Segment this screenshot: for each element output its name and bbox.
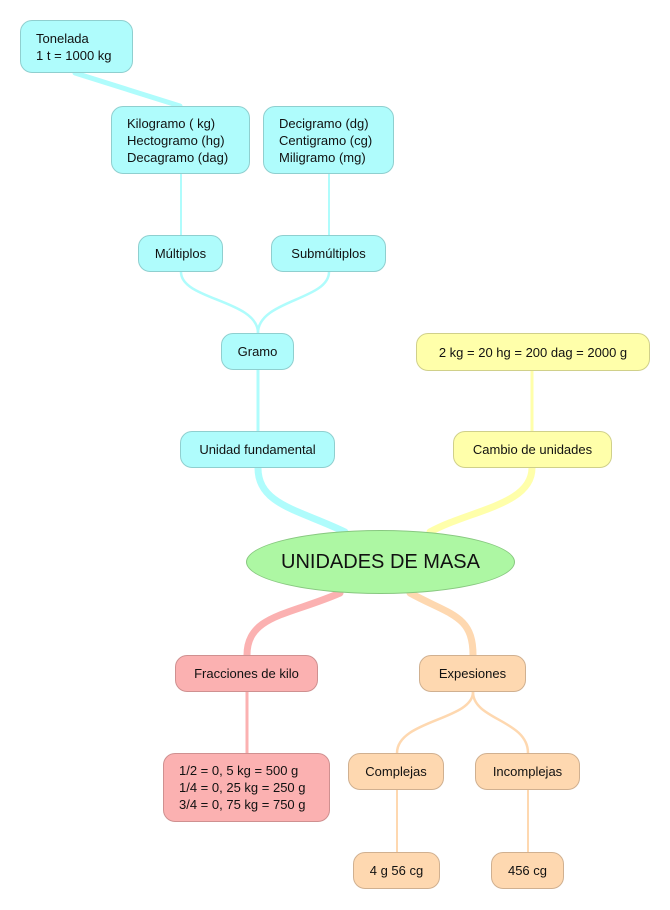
node-incomplejas[interactable]: Incomplejas [475,753,580,790]
connector-expesiones-complejas [395,690,475,755]
connector-unidad-center [254,464,349,536]
node-unidad-fundamental[interactable]: Unidad fundamental [180,431,335,468]
connector-submultiplos-gramo [256,270,331,335]
node-expesiones[interactable]: Expesiones [419,655,526,692]
connector-center-fracciones [243,589,344,659]
connector-tonelada [72,70,183,109]
connector-expesiones-incomplejas [471,690,530,755]
node-complejas[interactable]: Complejas [348,753,444,790]
node-fracciones[interactable]: Fracciones de kilo [175,655,318,692]
node-incomplejas-example[interactable]: 456 cg [491,852,564,889]
node-submultiplos[interactable]: Submúltiplos [271,235,386,272]
node-fracciones-list[interactable]: 1/2 = 0, 5 kg = 500 g 1/4 = 0, 25 kg = 2… [163,753,330,822]
node-submultiples-list[interactable]: Decigramo (dg) Centigramo (cg) Miligramo… [263,106,394,174]
node-gramo[interactable]: Gramo [221,333,294,370]
node-multiples-list[interactable]: Kilogramo ( kg) Hectogramo (hg) Decagram… [111,106,250,174]
connector-multiplos-gramo [179,270,260,335]
connector-center-expesiones [406,589,477,659]
central-topic[interactable]: UNIDADES DE MASA [246,530,515,594]
node-complejas-example[interactable]: 4 g 56 cg [353,852,440,889]
node-cambio-example[interactable]: 2 kg = 20 hg = 200 dag = 2000 g [416,333,650,371]
connector-cambio-center [426,464,536,536]
node-tonelada[interactable]: Tonelada 1 t = 1000 kg [20,20,133,73]
node-cambio-unidades[interactable]: Cambio de unidades [453,431,612,468]
node-multiplos[interactable]: Múltiplos [138,235,223,272]
